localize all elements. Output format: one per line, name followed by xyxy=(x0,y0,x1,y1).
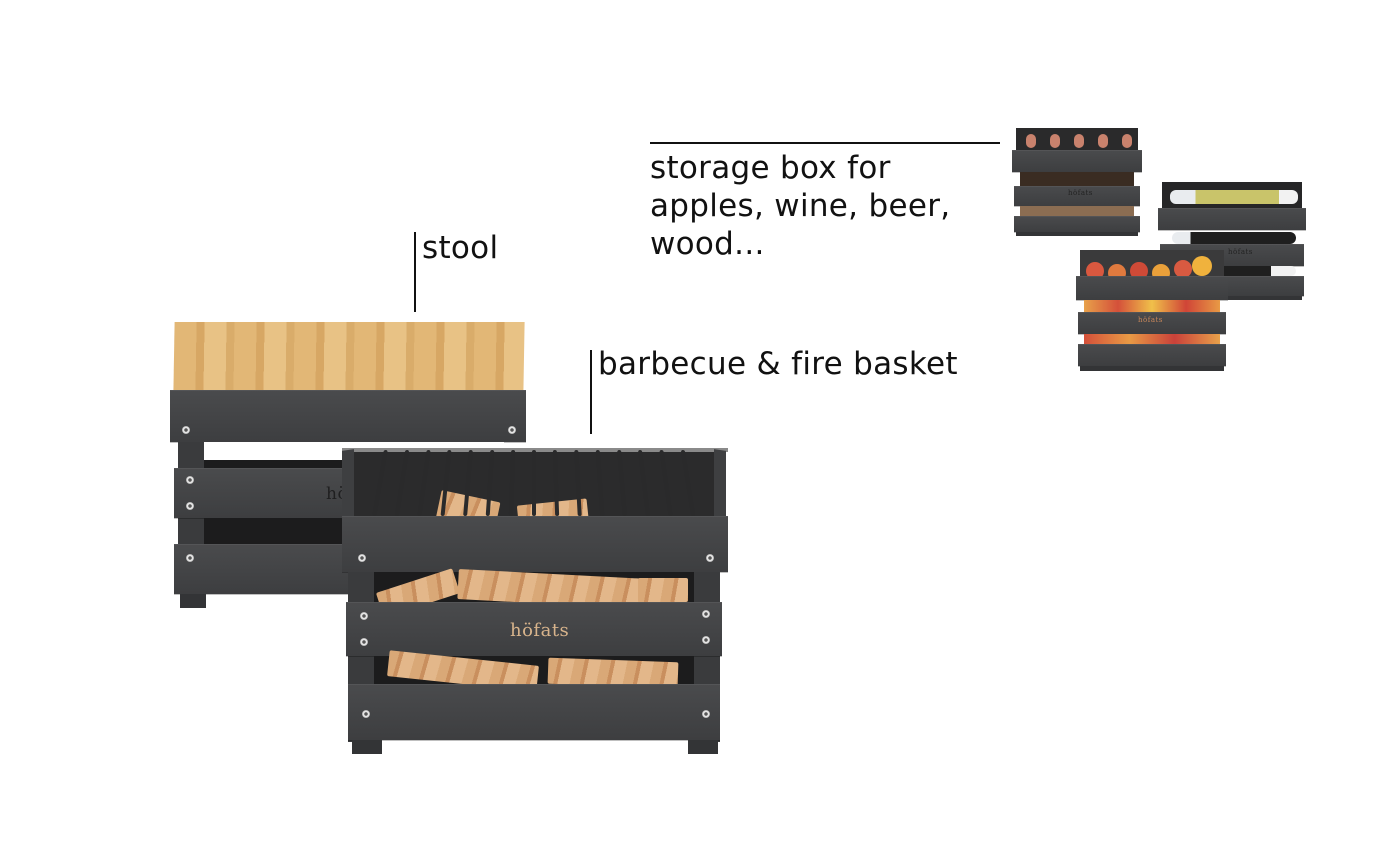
stool-foot xyxy=(180,594,206,608)
bolt-icon xyxy=(186,476,194,484)
grill-foot xyxy=(352,740,382,754)
brand-logo-small: höfats xyxy=(1138,316,1163,324)
bolt-icon xyxy=(360,612,368,620)
bolt-icon xyxy=(702,636,710,644)
bolt-icon xyxy=(186,554,194,562)
grill-foot xyxy=(688,740,718,754)
bolt-icon xyxy=(182,426,190,434)
storage-label-line-2: apples, wine, beer, xyxy=(650,188,951,224)
storage-label: storage box for apples, wine, beer, wood… xyxy=(650,149,950,263)
bolt-icon xyxy=(702,610,710,618)
brand-logo: höfats xyxy=(510,620,570,641)
bolt-icon xyxy=(186,502,194,510)
storage-label-line-1: storage box for xyxy=(650,150,891,186)
grill-top-board xyxy=(342,516,728,572)
barbecue-crate-image: höfats xyxy=(338,444,730,756)
barbecue-leader-line xyxy=(590,350,592,434)
bolt-icon xyxy=(360,638,368,646)
bolt-icon xyxy=(706,554,714,562)
beer-storage-crate-image: höfats xyxy=(1012,128,1142,236)
grill-middle-board xyxy=(346,602,722,656)
brand-logo-small: höfats xyxy=(1228,248,1253,256)
barbecue-label: barbecue & fire basket xyxy=(598,346,958,382)
stool-leader-line xyxy=(414,232,416,312)
wine-bottle xyxy=(1170,190,1298,204)
bamboo-seat xyxy=(173,322,525,392)
storage-leader-line xyxy=(650,142,1000,144)
firewood xyxy=(638,578,688,602)
apple xyxy=(1086,262,1104,280)
beer-bottle xyxy=(1026,134,1036,148)
bolt-icon xyxy=(702,710,710,718)
stool-top-board xyxy=(170,390,526,442)
brand-logo-small: höfats xyxy=(1068,189,1093,197)
storage-label-line-3: wood... xyxy=(650,226,765,262)
apple-storage-crate-image: höfats xyxy=(1076,250,1228,372)
bolt-icon xyxy=(362,710,370,718)
stool-label: stool xyxy=(422,230,499,266)
bolt-icon xyxy=(508,426,516,434)
bolt-icon xyxy=(358,554,366,562)
grill-bottom-board xyxy=(348,684,720,740)
